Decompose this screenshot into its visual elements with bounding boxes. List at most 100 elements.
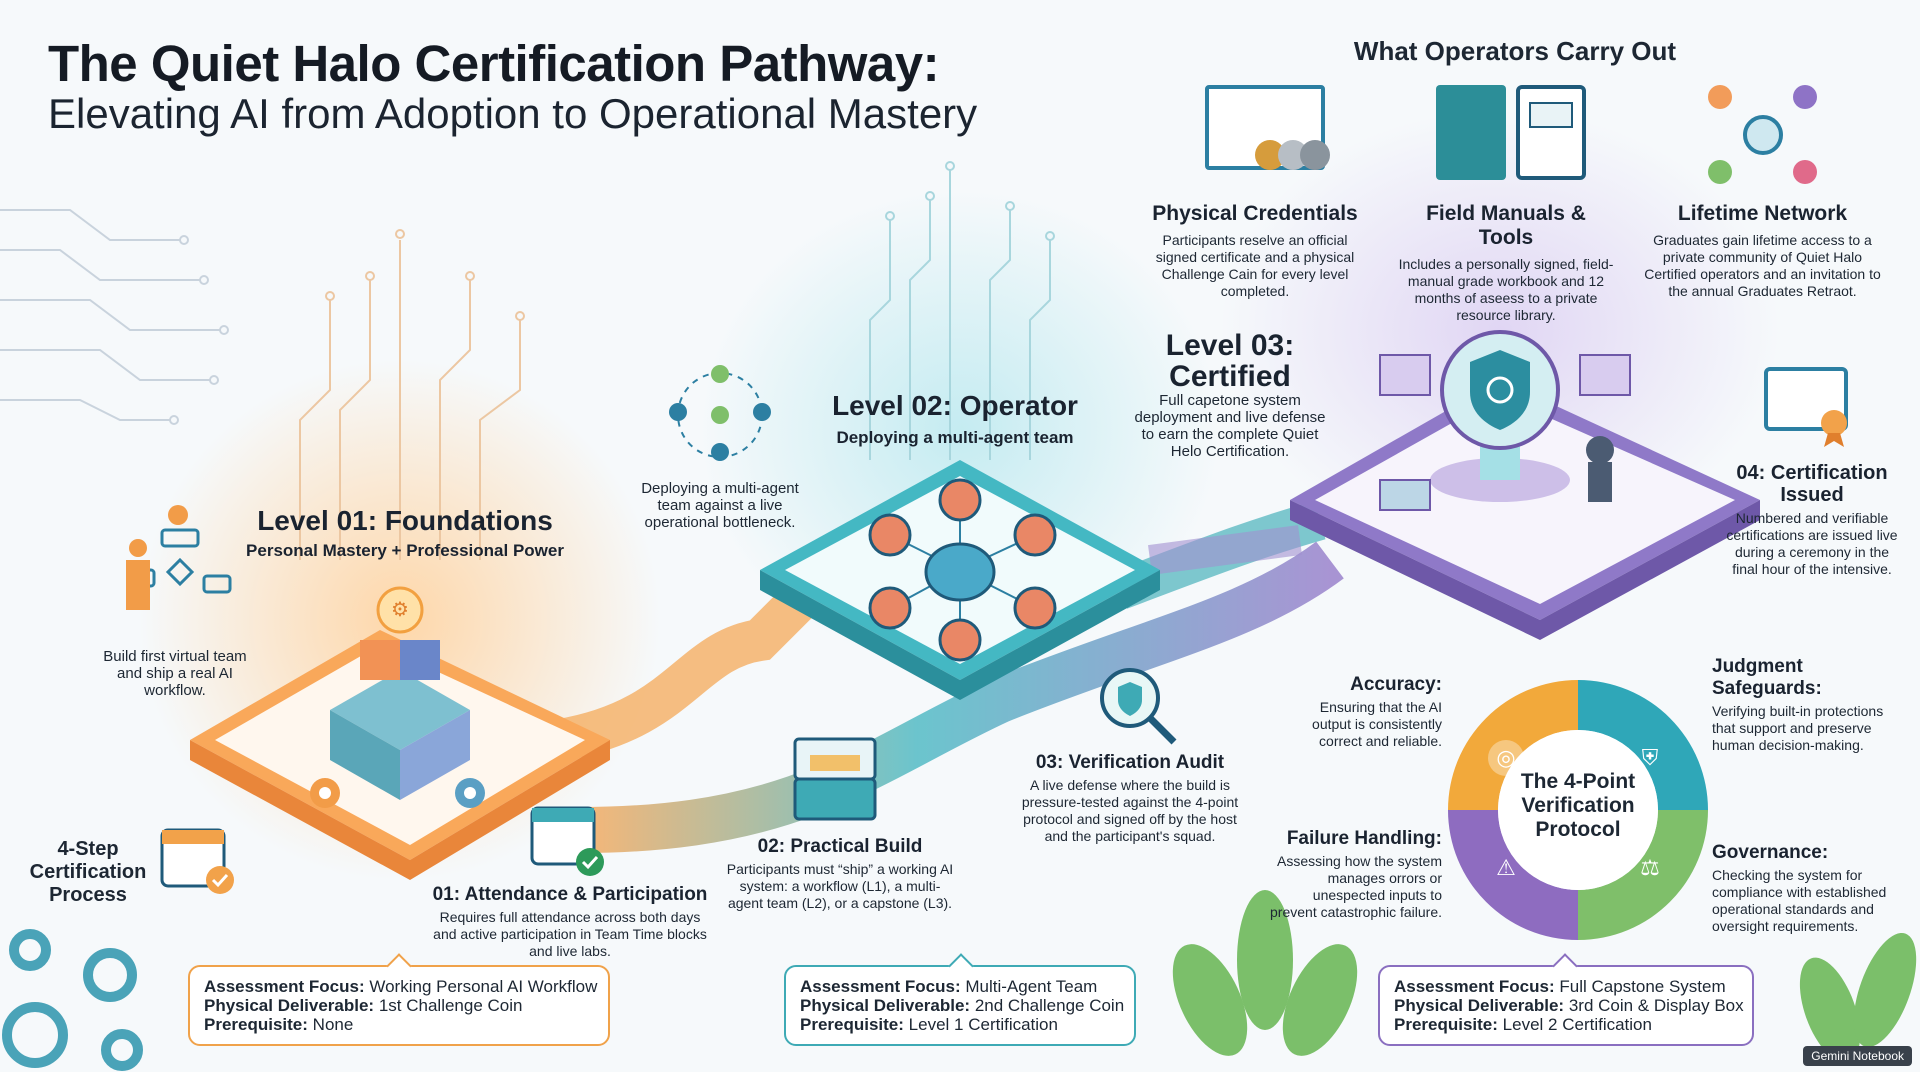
manual-tablet-icon <box>1421 80 1591 190</box>
circuit-lines-left <box>0 209 229 425</box>
step-4-title-b: Issued <box>1780 484 1844 506</box>
svg-text:⛨: ⛨ <box>1642 745 1659 770</box>
label: Assessment Focus: <box>204 977 365 996</box>
circuit-lines-l1 <box>299 229 525 560</box>
level-3-header: Level 03: Certified <box>1145 330 1315 392</box>
assessment-focus: Multi-Agent Team <box>965 977 1098 996</box>
magnifier-shield-icon <box>1092 660 1182 750</box>
certificate-coins-icon <box>1180 80 1330 190</box>
circuit-lines-l2 <box>869 161 1055 460</box>
protocol-governance-text: Checking the system for compliance with … <box>1712 867 1887 934</box>
step-1: 01: Attendance & Participation Requires … <box>430 884 710 960</box>
label: Assessment Focus: <box>800 977 961 996</box>
step-3-title: 03: Verification Audit <box>1035 752 1225 773</box>
level-3-title-a: Level 03: <box>1165 329 1295 362</box>
network-icon <box>1703 80 1823 190</box>
svg-text:⚠: ⚠ <box>1496 855 1516 880</box>
step-4-title-a: 04: Certification <box>1736 462 1888 484</box>
level-3-note: Full capetone system deployment and live… <box>1134 392 1326 460</box>
gemini-notebook-badge: Gemini Notebook <box>1803 1046 1912 1066</box>
label: Prerequisite: <box>1394 1015 1498 1034</box>
gears-decoration <box>2 929 143 1071</box>
ring-accuracy <box>1448 680 1578 810</box>
steps-heading: 4-Step Certification Process <box>29 838 147 906</box>
protocol-judgment-title: Judgment Safeguards: <box>1712 656 1822 699</box>
step-4-text: Numbered and verifiable certifications a… <box>1726 510 1898 577</box>
level-2-subtitle: Deploying a multi-agent team <box>836 428 1074 447</box>
protocol-judgment-text: Verifying built-in protections that supp… <box>1712 703 1884 753</box>
shield-orb-icon <box>1379 330 1631 511</box>
carry-item-text: Includes a personally signed, field-manu… <box>1398 256 1614 323</box>
carry-item-text: Graduates gain lifetime access to a priv… <box>1644 232 1881 299</box>
carry-item-title: Lifetime Network <box>1677 202 1848 225</box>
carry-item-credentials: Physical Credentials Participants reselv… <box>1150 80 1360 300</box>
calendar-check-icon <box>160 822 240 897</box>
level-2-note: Deploying a multi-agent team against a l… <box>641 480 799 531</box>
main-title: The Quiet Halo Certification Pathway: <box>48 35 940 92</box>
calendar-check-icon <box>530 800 610 880</box>
carry-item-title: Field Manuals & Tools <box>1426 202 1586 249</box>
prerequisite: Level 2 Certification <box>1502 1015 1652 1034</box>
assessment-box-level-3: Assessment Focus: Full Capstone System P… <box>1378 953 1754 1046</box>
carry-item-manuals: Field Manuals & Tools Includes a persona… <box>1396 80 1616 324</box>
label: Physical Deliverable: <box>1394 996 1565 1015</box>
level-2-title: Level 02: Operator <box>832 390 1078 421</box>
step-4: 04: Certification Issued Numbered and ve… <box>1722 462 1902 578</box>
carry-item-text: Participants reselve an official signed … <box>1155 232 1355 299</box>
assessment-focus: Working Personal AI Workflow <box>369 977 598 996</box>
path-lower <box>579 541 1344 853</box>
protocol-failure: Failure Handling: Assessing how the syst… <box>1270 828 1442 921</box>
ring-governance <box>1578 810 1708 940</box>
label: Physical Deliverable: <box>204 996 375 1015</box>
protocol-governance: Governance: Checking the system for comp… <box>1712 842 1892 935</box>
protocol-failure-text: Assessing how the system manages orrors … <box>1270 853 1442 920</box>
level-1-subtitle: Personal Mastery + Professional Power <box>246 541 564 560</box>
label: Physical Deliverable: <box>800 996 971 1015</box>
level-3-title-b: Certified <box>1169 360 1291 393</box>
step-2: 02: Practical Build Participants must “s… <box>725 836 955 912</box>
protocol-failure-title: Failure Handling: <box>1286 828 1442 849</box>
level-1-header: Level 01: Foundations Personal Mastery +… <box>240 505 570 561</box>
physical-deliverable: 3rd Coin & Display Box <box>1568 996 1744 1015</box>
protocol-center-label: The 4-Point Verification Protocol <box>1520 770 1636 841</box>
step-3: 03: Verification Audit A live defense wh… <box>1010 752 1250 845</box>
prerequisite: Level 1 Certification <box>908 1015 1058 1034</box>
flowchart-person-icon <box>118 500 238 640</box>
level-2-header: Level 02: Operator Deploying a multi-age… <box>805 390 1105 448</box>
prerequisite: None <box>312 1015 354 1034</box>
protocol-governance-title: Governance: <box>1712 842 1829 863</box>
step-1-text: Requires full attendance across both day… <box>433 909 707 959</box>
certificate-ribbon-icon <box>1762 365 1858 450</box>
carry-out-heading: What Operators Carry Out <box>1353 36 1677 66</box>
brain-network-icon <box>868 478 1057 662</box>
svg-text:◎: ◎ <box>1496 745 1515 770</box>
team-circle-icon <box>660 360 780 470</box>
label: Assessment Focus: <box>1394 977 1555 996</box>
main-subtitle: Elevating AI from Adoption to Operationa… <box>48 90 978 137</box>
carry-item-network: Lifetime Network Graduates gain lifetime… <box>1640 80 1885 300</box>
gear-pair-icon <box>310 778 485 808</box>
assessment-focus: Full Capstone System <box>1559 977 1726 996</box>
step-3-text: A live defense where the build is pressu… <box>1021 777 1239 844</box>
assessment-box-level-2: Assessment Focus: Multi-Agent Team Physi… <box>784 953 1136 1046</box>
protocol-judgment: Judgment Safeguards: Verifying built-in … <box>1712 656 1892 754</box>
label: Prerequisite: <box>204 1015 308 1034</box>
step-1-title: 01: Attendance & Participation <box>432 884 708 905</box>
path-l1-l2-upper <box>556 585 815 761</box>
label: Prerequisite: <box>800 1015 904 1034</box>
svg-text:⚖: ⚖ <box>1640 855 1660 880</box>
level-1-title: Level 01: Foundations <box>257 505 553 536</box>
toolbox-icon <box>790 737 880 827</box>
level1-cube-icon: ⚙ <box>330 586 470 800</box>
physical-deliverable: 2nd Challenge Coin <box>974 996 1125 1015</box>
carry-item-title: Physical Credentials <box>1152 202 1358 225</box>
level-1-note: Build first virtual team and ship a real… <box>103 648 247 699</box>
protocol-accuracy: Accuracy: Ensuring that the AI output is… <box>1280 674 1442 750</box>
plant-decoration <box>1172 890 1917 1063</box>
protocol-accuracy-text: Ensuring that the AI output is consisten… <box>1312 699 1442 749</box>
assessment-box-level-1: Assessment Focus: Working Personal AI Wo… <box>188 953 610 1046</box>
protocol-ring: ◎ ⛨ ⚠ ⚖ <box>1448 680 1708 940</box>
step-2-title: 02: Practical Build <box>757 836 923 857</box>
